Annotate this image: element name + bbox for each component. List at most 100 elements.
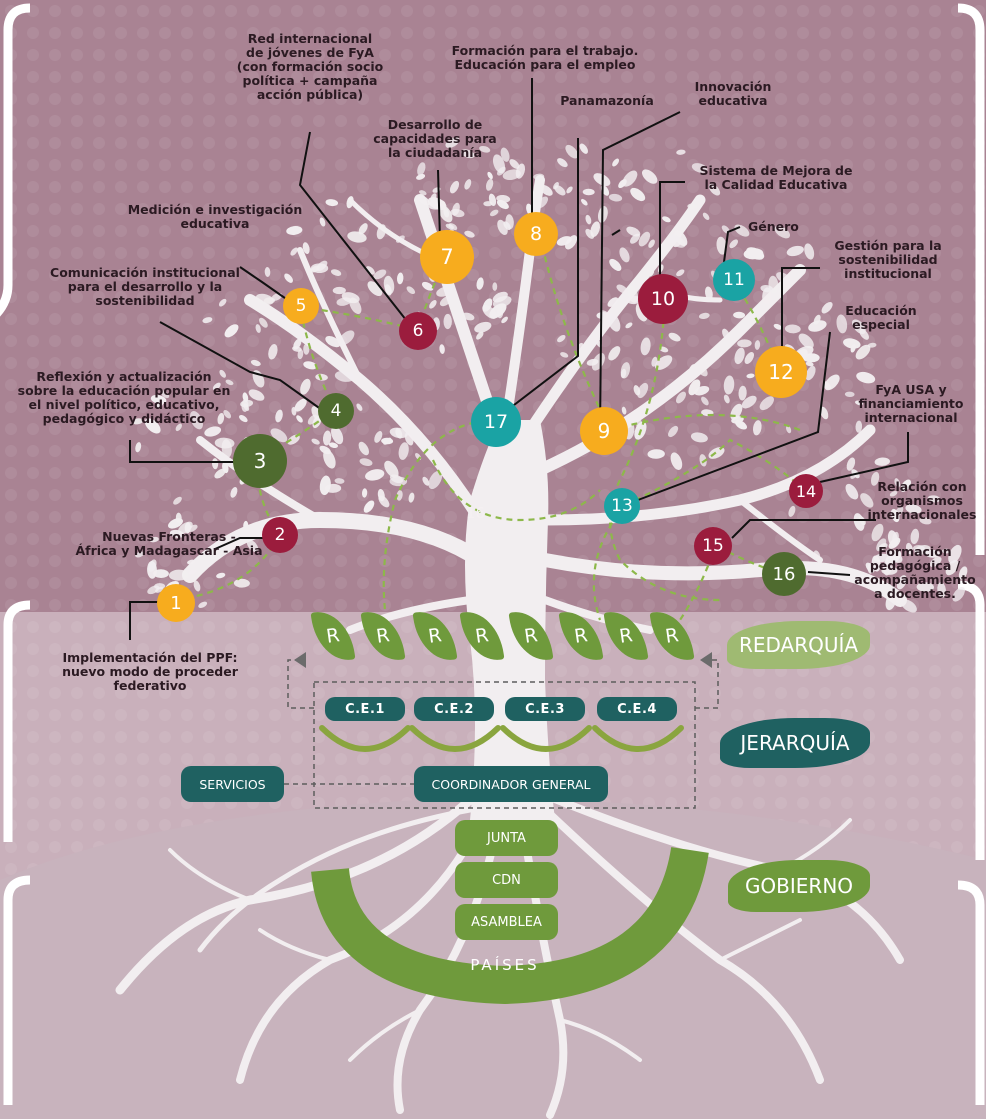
foliage-leaf (381, 437, 394, 445)
foliage-leaf (406, 286, 416, 295)
foliage-leaf (759, 396, 774, 411)
foliage-leaf (607, 313, 621, 332)
foliage-leaf (193, 580, 201, 592)
foliage-leaf (331, 426, 344, 445)
foliage-leaf (374, 430, 383, 443)
foliage-leaf (417, 195, 430, 206)
foliage-leaf (349, 297, 362, 315)
foliage-leaf (148, 559, 157, 572)
foliage-leaf (865, 562, 875, 573)
foliage-leaf (854, 400, 864, 406)
label-17: Panamazonía (560, 93, 654, 108)
foliage-leaf (416, 173, 426, 180)
foliage-leaf (417, 162, 426, 176)
foliage-leaf (376, 224, 387, 240)
foliage-leaf (557, 158, 568, 168)
foliage-leaf (149, 536, 159, 543)
label-7: Desarrollo de capacidades para la ciudad… (373, 117, 497, 160)
foliage-leaf (701, 396, 709, 406)
foliage-leaf (734, 420, 748, 430)
label-16: Formación pedagógica / acompañamiento a … (854, 544, 976, 601)
node-2: 2 (262, 517, 298, 553)
foliage-leaf (361, 488, 368, 498)
foliage-leaf (175, 512, 182, 523)
foliage-leaf (492, 282, 498, 291)
foliage-leaf (211, 458, 219, 470)
foliage-leaf (607, 297, 619, 307)
node-6: 6 (399, 312, 437, 350)
foliage-leaf (941, 548, 951, 554)
foliage-leaf (168, 569, 189, 581)
foliage-leaf (647, 270, 655, 277)
foliage-leaf (217, 412, 225, 425)
foliage-leaf (223, 409, 232, 419)
foliage-leaf (808, 320, 827, 332)
foliage-leaf (250, 359, 261, 367)
label-11: Género (748, 219, 799, 234)
foliage-leaf (618, 179, 627, 189)
foliage-leaf (553, 182, 559, 190)
foliage (132, 137, 968, 613)
foliage-leaf (579, 143, 588, 154)
foliage-leaf (485, 178, 494, 191)
foliage-leaf (788, 505, 796, 517)
foliage-leaf (290, 247, 298, 256)
foliage-leaf (723, 394, 730, 404)
foliage-leaf (246, 539, 259, 553)
foliage-leaf (910, 528, 920, 545)
foliage-leaf (319, 217, 326, 227)
foliage-leaf (297, 349, 304, 360)
foliage-leaf (641, 169, 658, 184)
redarquia-title: REDARQUÍA (727, 621, 870, 669)
foliage-leaf (373, 269, 387, 280)
label-4: Comunicación institucional para el desar… (50, 265, 240, 308)
foliage-leaf (450, 208, 465, 218)
foliage-leaf (609, 258, 622, 271)
foliage-leaf (496, 194, 511, 203)
foliage-leaf (676, 269, 685, 277)
foliage-leaf (704, 286, 713, 300)
foliage-leaf (536, 196, 549, 209)
foliage-leaf (135, 551, 145, 558)
foliage-leaf (135, 442, 142, 453)
foliage-leaf (804, 243, 815, 260)
gobierno-title: GOBIERNO (728, 860, 870, 912)
foliage-leaf (734, 347, 745, 365)
foliage-leaf (255, 324, 261, 333)
foliage-leaf (929, 556, 942, 568)
foliage-leaf (187, 524, 198, 532)
foliage-leaf (647, 449, 665, 459)
foliage-leaf (439, 344, 445, 354)
foliage-leaf (648, 239, 655, 248)
foliage-leaf (150, 394, 167, 405)
arrow-left (294, 652, 306, 668)
foliage-leaf (556, 236, 572, 246)
foliage-leaf (919, 517, 932, 525)
foliage-leaf (427, 199, 446, 210)
foliage-leaf (218, 298, 227, 307)
foliage-leaf (443, 313, 452, 330)
foliage-leaf (916, 582, 934, 592)
foliage-leaf (630, 187, 646, 202)
foliage-leaf (927, 495, 941, 503)
foliage-leaf (654, 355, 673, 370)
foliage-leaf (774, 225, 791, 239)
foliage-leaf (154, 401, 164, 408)
coordinador-general-pill: COORDINADOR GENERAL (414, 766, 608, 802)
foliage-leaf (752, 420, 762, 436)
foliage-leaf (743, 248, 764, 260)
foliage-leaf (169, 529, 184, 538)
foliage-leaf (445, 137, 460, 148)
foliage-leaf (365, 469, 385, 481)
foliage-leaf (464, 179, 472, 190)
foliage-leaf (334, 370, 355, 382)
foliage-leaf (786, 425, 792, 434)
foliage-leaf (874, 457, 890, 466)
foliage-leaf (248, 389, 265, 401)
foliage-leaf (243, 520, 249, 530)
foliage-leaf (608, 346, 621, 361)
foliage-leaf (365, 266, 375, 275)
foliage-leaf (855, 344, 871, 360)
foliage-leaf (637, 382, 649, 399)
foliage-leaf (240, 399, 254, 408)
